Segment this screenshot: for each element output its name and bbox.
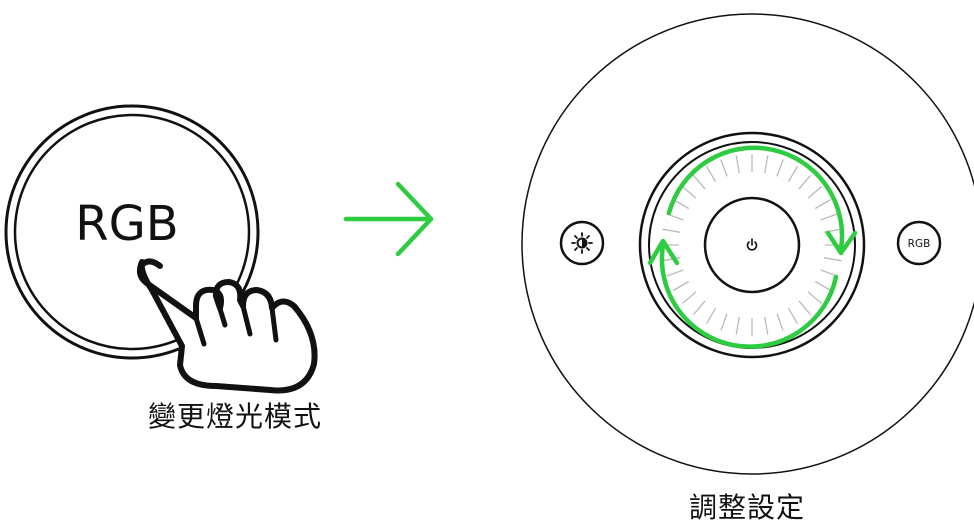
dial-tick [672,280,690,292]
dial-tick [693,174,706,190]
change-lighting-mode-caption: 變更燈光模式 [148,400,323,433]
dial-tick [681,291,697,304]
rotate-arrows-icon [647,145,858,349]
dial-tick [776,159,784,177]
dial-tick [735,316,740,335]
dial-tick [681,186,697,199]
dial-tick [662,257,681,262]
dial-tick [705,165,717,183]
dial-tick [666,269,684,277]
dial-tick [693,300,706,316]
dial-tick [787,165,799,183]
dial-tick [672,198,690,210]
dial-tick [820,213,838,221]
power-icon [746,238,758,251]
dial-tick [820,269,838,277]
device-top-view: RGB [521,13,974,475]
control-dial[interactable] [638,131,866,359]
dial-tick [764,155,769,174]
rgb-button-illustration: RGB [4,104,260,360]
dial-tick [787,307,799,325]
dial-tick [662,228,681,233]
dial-tick [823,257,842,262]
dial-tick [720,313,728,331]
dial-tick [814,198,832,210]
dial-tick [798,174,811,190]
rgb-button-small-label: RGB [908,238,931,250]
rgb-button-label: RGB [75,196,178,252]
dial-tick [735,155,740,174]
dial-outer-ring [638,131,866,359]
dial-tick [814,280,832,292]
brightness-button[interactable] [559,220,605,266]
adjust-settings-caption: 調整設定 [689,491,806,524]
dial-tick [798,300,811,316]
arrow-right-icon [343,181,434,257]
dial-tick [764,316,769,335]
power-button[interactable] [703,196,801,294]
pressing-hand-icon [137,258,318,394]
device-outline [521,13,974,475]
dial-tick [807,186,823,199]
dial-tick [807,291,823,304]
brightness-icon [571,232,593,254]
rgb-button-inner-ring [13,113,251,351]
dial-tick [705,307,717,325]
dial-led-ticks [661,154,843,336]
rgb-button-outer-ring [4,104,260,360]
dial-tick [720,159,728,177]
dial-tick [776,313,784,331]
rgb-button[interactable]: RGB [896,220,942,266]
